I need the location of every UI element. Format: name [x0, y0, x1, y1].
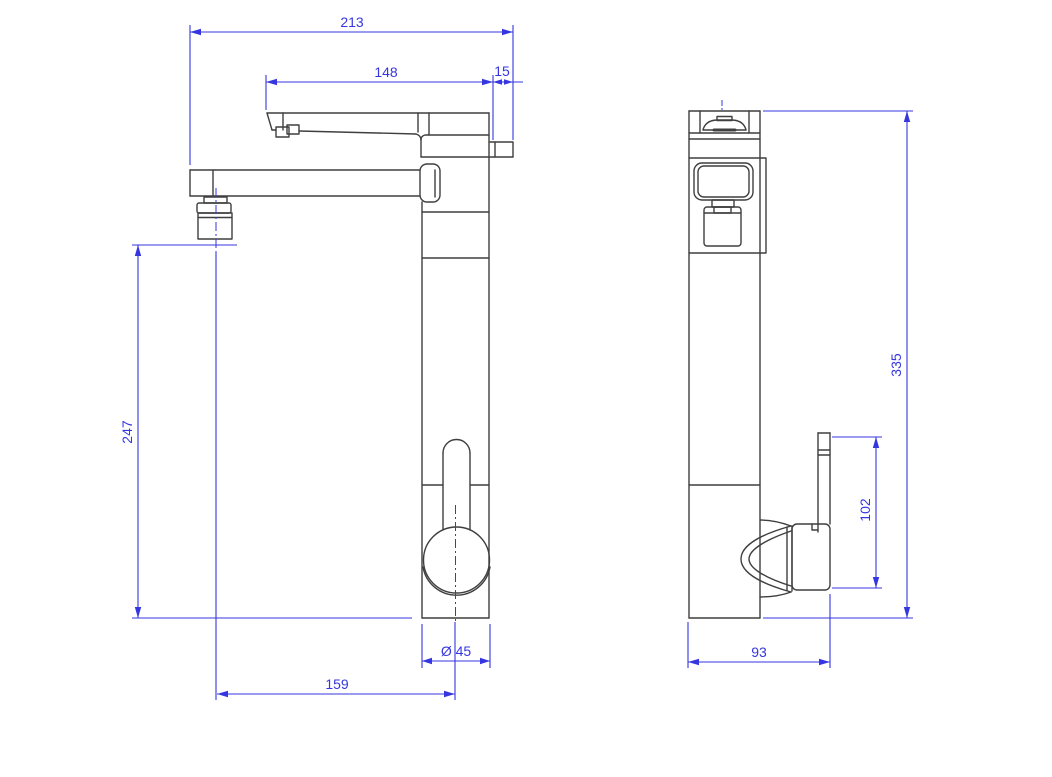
- front-body-column: [421, 112, 490, 619]
- side-handle-lever: [791, 432, 831, 591]
- dim-label-knob-offset: 15: [494, 63, 510, 79]
- front-view-outline: [189, 112, 514, 619]
- dim-label-lever-length: 148: [374, 64, 398, 80]
- dimension-arrows: [134, 28, 911, 698]
- side-handle-neck: [740, 519, 793, 598]
- dim-label-handle-height: 102: [857, 498, 873, 522]
- front-cartridge-cap: [420, 134, 490, 141]
- dim-label-overall-width: 213: [340, 14, 364, 30]
- dim-label-base-depth: 93: [751, 644, 767, 660]
- side-spout-section: [693, 162, 754, 201]
- side-top-cap: [699, 110, 750, 134]
- side-view-outline: [688, 110, 831, 619]
- front-handle-keyhole: [422, 438, 491, 596]
- side-aerator: [703, 199, 742, 247]
- centerlines: [215, 100, 723, 622]
- front-aerator: [196, 196, 233, 240]
- dim-label-body-diameter: Ø 45: [440, 643, 472, 659]
- dim-label-overall-height: 335: [888, 353, 904, 377]
- dimension-lines: [132, 25, 913, 700]
- dim-label-spout-reach: 159: [325, 676, 349, 692]
- side-body-column: [688, 110, 767, 619]
- front-spout-connector: [419, 163, 441, 203]
- front-side-knob: [489, 141, 514, 158]
- dim-label-spout-height: 247: [119, 420, 135, 444]
